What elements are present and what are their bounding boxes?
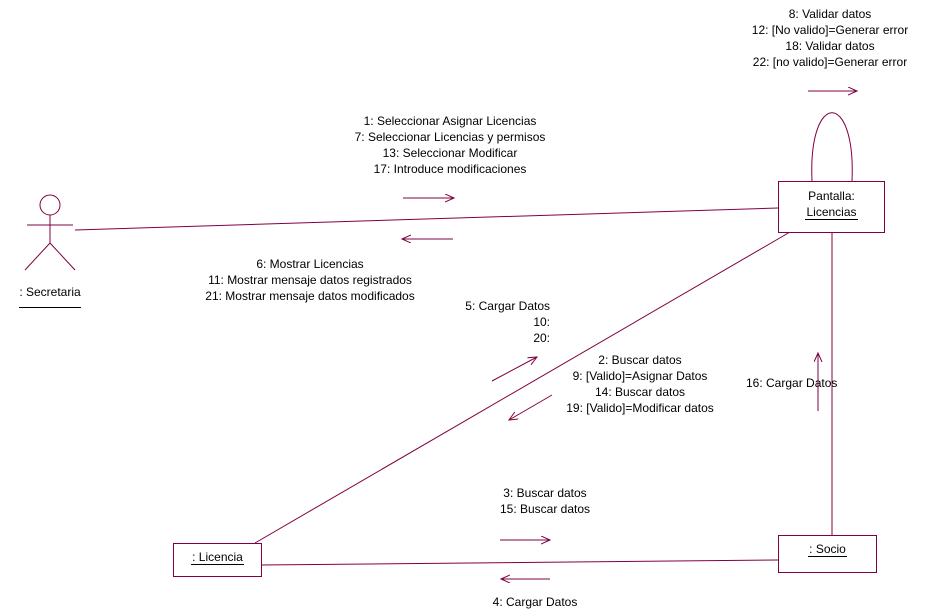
msg-label: 8: Validar datos xyxy=(788,7,872,21)
actor-secretaria: : Secretaria xyxy=(10,285,90,308)
msg-label: 4: Cargar Datos xyxy=(492,595,578,609)
msg-licencia-to-pantalla: 5: Cargar Datos 10: 20: xyxy=(450,298,550,346)
link-pantalla-licencia xyxy=(254,231,791,544)
object-licencia-label: : Licencia xyxy=(191,550,244,565)
msg-label: 15: Buscar datos xyxy=(499,502,591,516)
msg-label: 1: Seleccionar Asignar Licencias xyxy=(363,114,537,128)
object-pantalla-licencias: Pantalla: Licencias xyxy=(778,181,885,233)
msg-label: 14: Buscar datos xyxy=(594,385,686,399)
arrow-licencia-to-pantalla xyxy=(491,357,537,382)
msg-pantalla-to-secretaria: 6: Mostrar Licencias 11: Mostrar mensaje… xyxy=(180,256,440,304)
msg-pantalla-to-licencia: 2: Buscar datos 9: [Valido]=Asignar Dato… xyxy=(540,352,740,416)
msg-label: 18: Validar datos xyxy=(785,39,875,53)
msg-label: 10: xyxy=(533,315,550,329)
msg-licencia-to-socio: 3: Buscar datos 15: Buscar datos xyxy=(470,485,620,517)
msg-label: 16: Cargar Datos xyxy=(746,376,838,390)
object-socio: : Socio xyxy=(778,535,877,573)
msg-label: 5: Cargar Datos xyxy=(465,299,550,313)
msg-label: 3: Buscar datos xyxy=(503,486,587,500)
object-pantalla-line1: Pantalla: xyxy=(808,189,855,203)
msg-self-loop: 8: Validar datos 12: [No valido]=Generar… xyxy=(730,6,930,70)
msg-label: 17: Introduce modificaciones xyxy=(373,162,527,176)
msg-label: 13: Seleccionar Modificar xyxy=(382,146,518,160)
link-secretaria-pantalla xyxy=(74,207,779,231)
msg-label: 19: [Valido]=Modificar datos xyxy=(566,401,714,415)
msg-socio-to-pantalla: 16: Cargar Datos xyxy=(746,375,837,391)
msg-label: 20: xyxy=(533,331,550,345)
msg-label: 12: [No valido]=Generar error xyxy=(751,23,909,37)
link-licencia-socio xyxy=(261,559,779,566)
actor-figure xyxy=(24,194,76,271)
msg-label: 21: Mostrar mensaje datos modificados xyxy=(205,289,415,303)
object-licencia: : Licencia xyxy=(173,543,262,577)
msg-label: 9: [Valido]=Asignar Datos xyxy=(572,369,708,383)
msg-socio-to-licencia: 4: Cargar Datos xyxy=(460,594,610,610)
arrow-pantalla-to-licencia xyxy=(509,394,553,420)
object-socio-label: : Socio xyxy=(808,542,847,557)
msg-label: 7: Seleccionar Licencias y permisos xyxy=(354,130,546,144)
msg-label: 2: Buscar datos xyxy=(598,353,682,367)
msg-secretaria-to-pantalla: 1: Seleccionar Asignar Licencias 7: Sele… xyxy=(320,113,580,177)
self-loop xyxy=(811,112,853,182)
object-pantalla-line2: Licencias xyxy=(805,205,858,220)
msg-label: 6: Mostrar Licencias xyxy=(256,257,364,271)
actor-secretaria-label: : Secretaria xyxy=(19,285,81,308)
msg-label: 11: Mostrar mensaje datos registrados xyxy=(208,273,412,287)
msg-label: 22: [no valido]=Generar error xyxy=(752,55,908,69)
